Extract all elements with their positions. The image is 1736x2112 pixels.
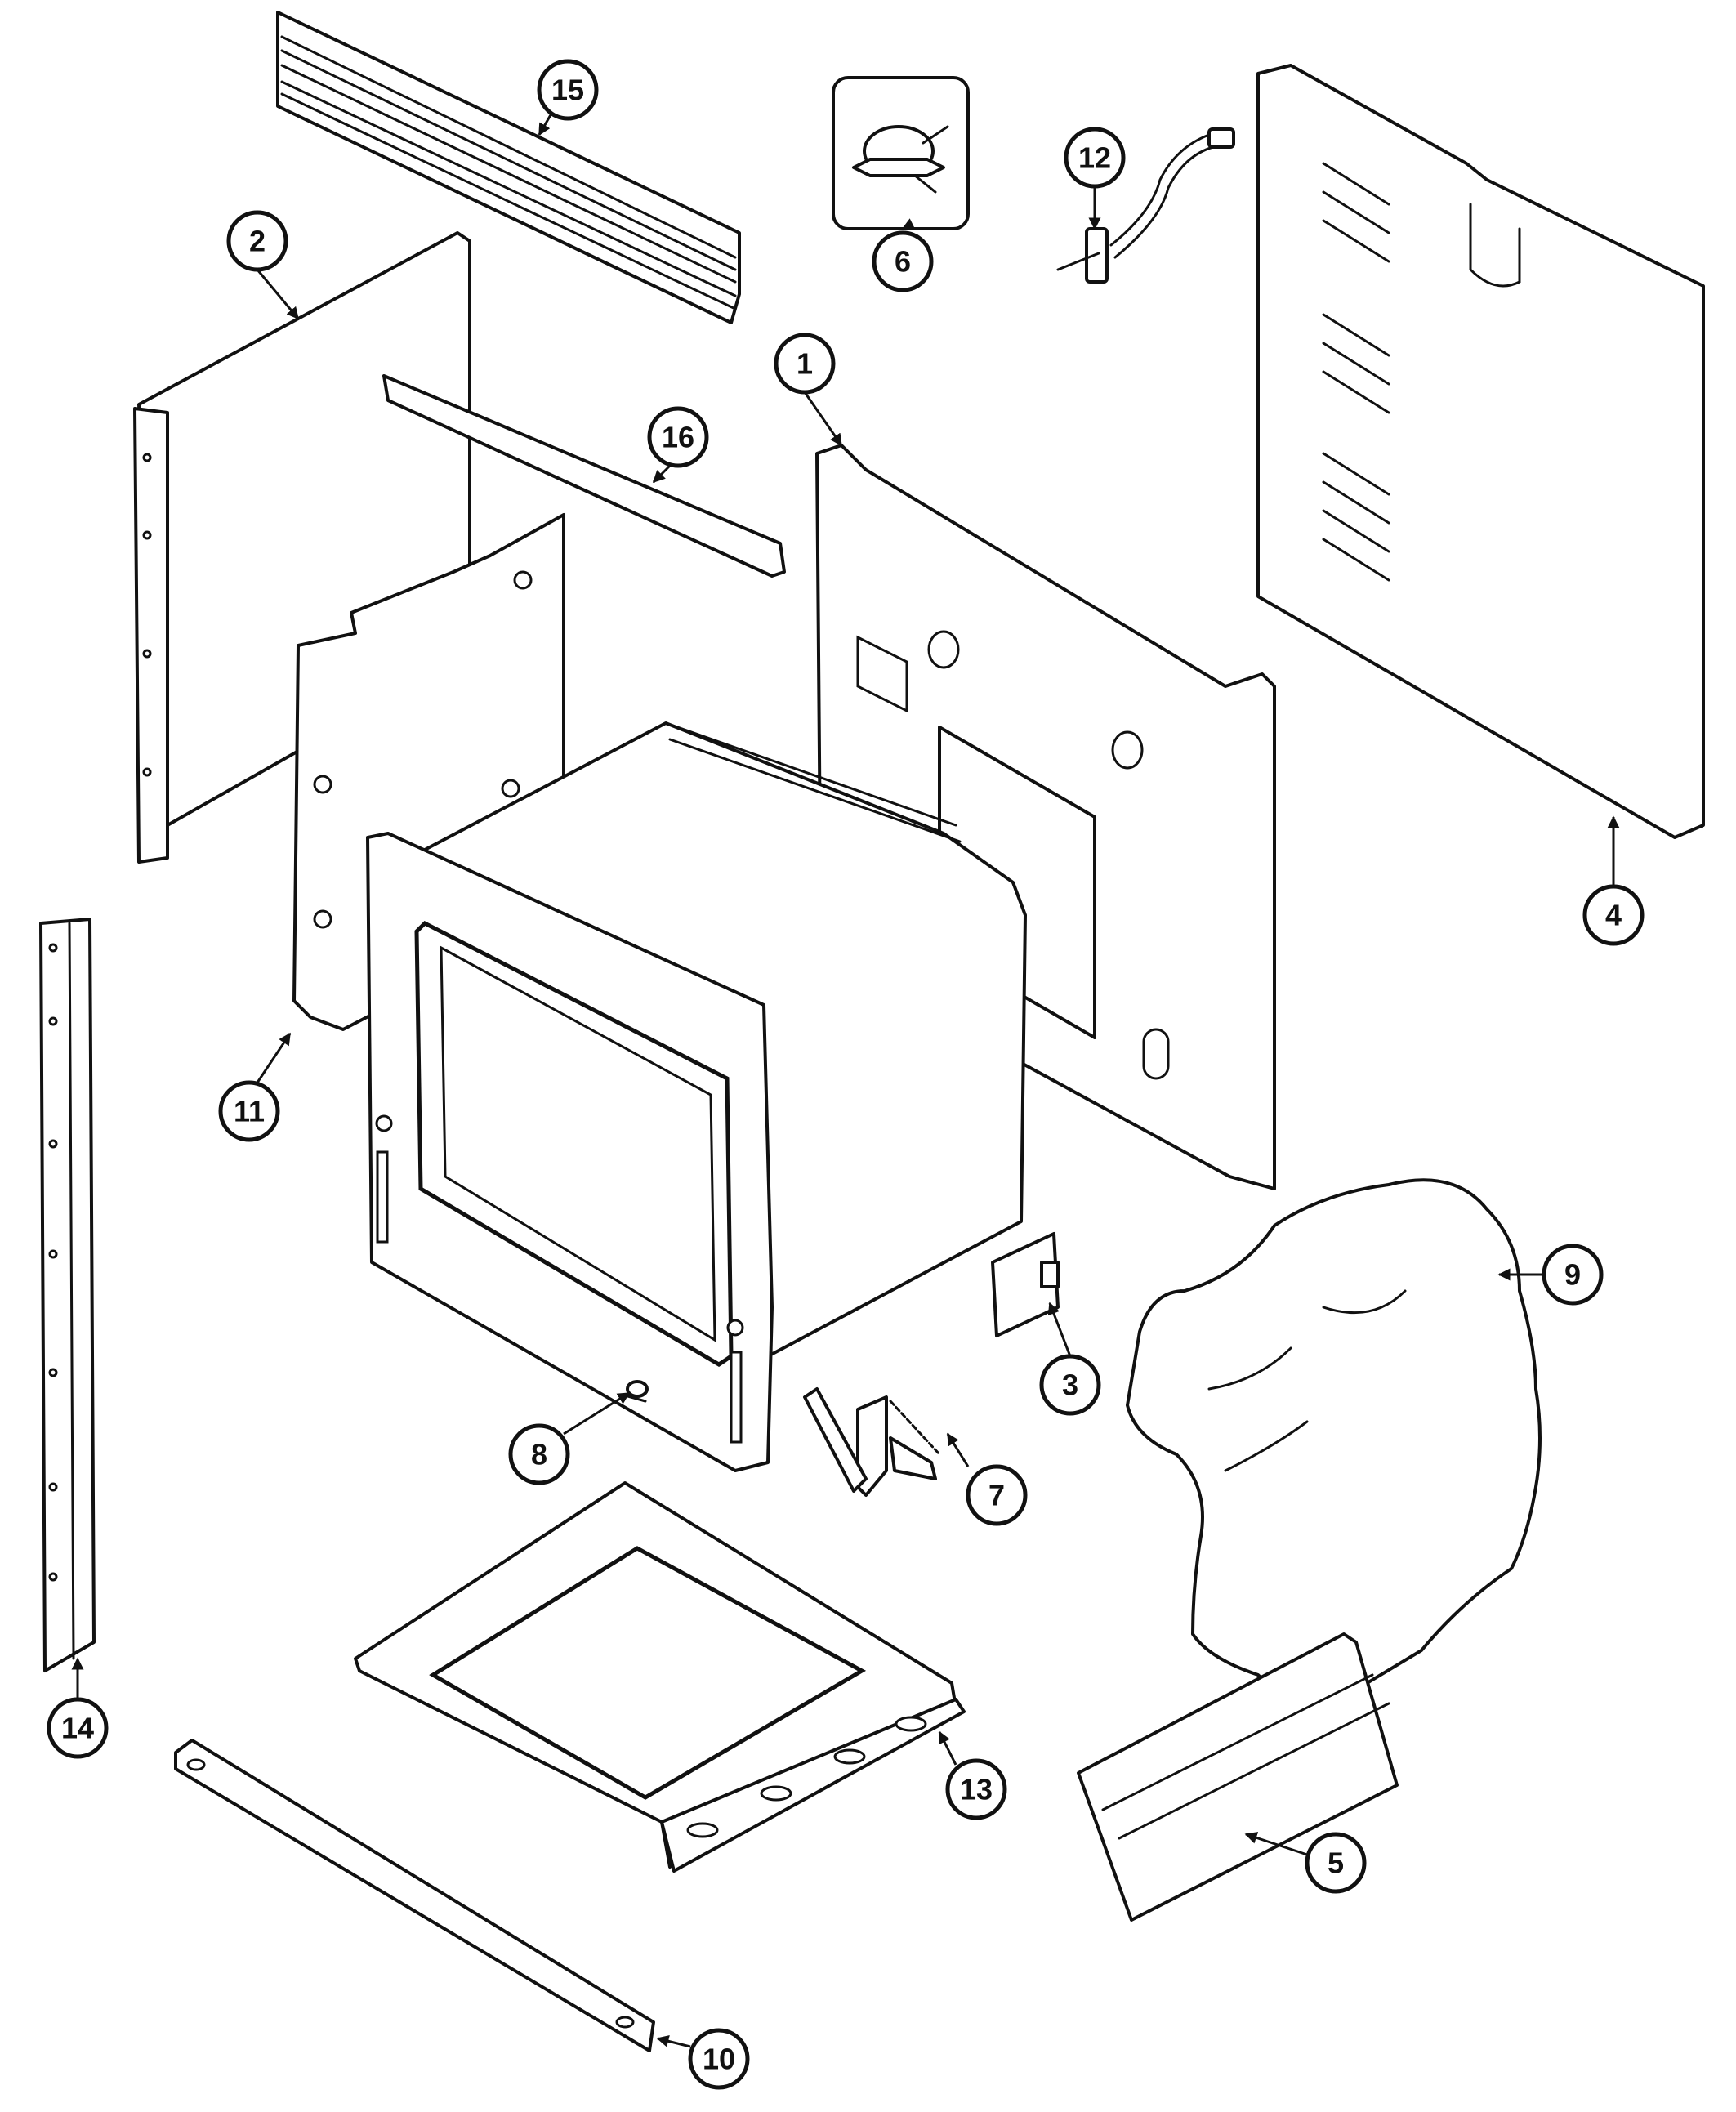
part-12-sensor xyxy=(1056,127,1235,284)
part-5-channel xyxy=(1077,1632,1399,1922)
part-7-hinge xyxy=(803,1387,941,1497)
part-14-side-trim xyxy=(39,918,96,1672)
part-15-vent-trim xyxy=(276,11,741,324)
callout-6-label: 6 xyxy=(895,245,911,279)
part-9-insulation xyxy=(1126,1178,1542,1703)
part-13-bottom-panel xyxy=(354,1481,966,1873)
callout-7-label: 7 xyxy=(988,1479,1005,1512)
callout-16-label: 16 xyxy=(662,421,694,454)
callout-7: 7 xyxy=(966,1464,1028,1526)
callout-15: 15 xyxy=(537,59,599,121)
callout-2-label: 2 xyxy=(249,225,266,258)
part-8-screw xyxy=(623,1380,649,1403)
callout-1-label: 1 xyxy=(797,347,813,381)
callout-4: 4 xyxy=(1582,884,1645,946)
callout-8: 8 xyxy=(508,1423,570,1485)
part-16-support-rail xyxy=(382,374,786,578)
callout-3-label: 3 xyxy=(1062,1369,1078,1402)
callout-10-label: 10 xyxy=(703,2043,735,2076)
callout-10: 10 xyxy=(688,2028,750,2090)
callout-12: 12 xyxy=(1064,127,1126,189)
callout-11: 11 xyxy=(218,1080,280,1142)
callout-11-label: 11 xyxy=(234,1095,265,1128)
callout-12-label: 12 xyxy=(1078,141,1111,175)
callout-1: 1 xyxy=(774,333,836,395)
part-3-bracket xyxy=(991,1232,1060,1337)
callout-5-label: 5 xyxy=(1328,1846,1344,1880)
callout-8-label: 8 xyxy=(531,1438,547,1471)
oven-cavity xyxy=(366,721,1027,1472)
callout-4-label: 4 xyxy=(1605,899,1622,932)
callout-13: 13 xyxy=(945,1758,1007,1820)
callout-3: 3 xyxy=(1039,1354,1101,1416)
callout-2: 2 xyxy=(226,210,288,272)
callout-9: 9 xyxy=(1542,1244,1604,1306)
callout-16: 16 xyxy=(647,406,709,468)
leader-lines xyxy=(71,101,1620,2048)
part-4-back-cover xyxy=(1256,64,1705,839)
part-6-thermostat xyxy=(832,76,970,230)
callout-15-label: 15 xyxy=(551,74,584,107)
callout-14: 14 xyxy=(47,1697,109,1759)
callout-6: 6 xyxy=(872,230,934,292)
callout-14-label: 14 xyxy=(61,1712,94,1745)
callout-13-label: 13 xyxy=(960,1773,993,1806)
callout-5: 5 xyxy=(1305,1832,1367,1894)
callout-9-label: 9 xyxy=(1564,1258,1581,1292)
part-10-trim-strip xyxy=(174,1739,655,2052)
